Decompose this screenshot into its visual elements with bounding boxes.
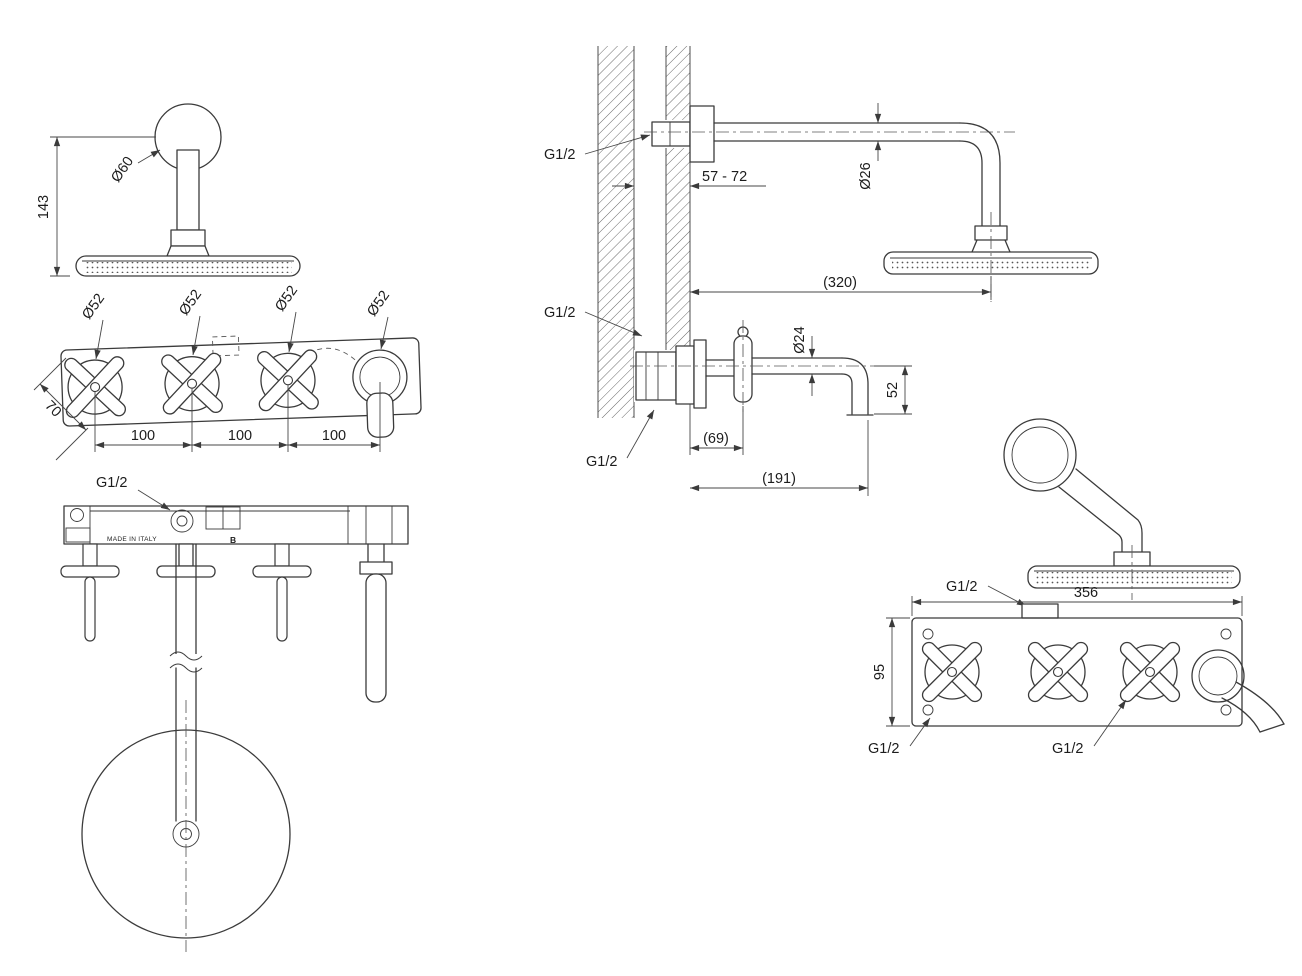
showerhead-plan-circle	[81, 729, 291, 939]
dim-plate-height: 95	[872, 617, 910, 727]
plan-handle-2	[252, 543, 312, 642]
g12-mid-label: G1/2	[544, 305, 575, 321]
screw-top-left	[922, 628, 934, 640]
set-trim-plate	[911, 603, 1285, 733]
dim-69-label: (69)	[703, 431, 729, 447]
view-installation-side: G1/2 57 - 72 Ø26 (320)	[544, 46, 1099, 496]
plan-handle-middle	[156, 543, 216, 578]
dim-191-label: (191)	[762, 471, 796, 487]
dim-wall-depth-range: 57 - 72	[612, 169, 766, 190]
plan-handle-1	[60, 543, 120, 642]
dia60-label: Ø60	[108, 154, 137, 186]
g12-set-right-label: G1/2	[1052, 741, 1083, 757]
screw-top-right	[1220, 628, 1232, 640]
dim-100-label-1: 100	[131, 428, 155, 444]
made-in-italy-text: MADE IN ITALY	[107, 536, 157, 543]
wall-section	[597, 46, 691, 418]
set-spout	[1191, 649, 1285, 733]
g12-set-top-label: G1/2	[946, 579, 977, 595]
callout-set-left-connection: G1/2	[868, 717, 931, 757]
set-handle-2	[1025, 639, 1091, 705]
dim-100-label-3: 100	[322, 428, 346, 444]
g12-top-label: G1/2	[544, 147, 575, 163]
dia52-label-3: Ø52	[272, 283, 301, 315]
g12-bottom-label: G1/2	[586, 454, 617, 470]
view-showerhead-front: 143 Ø60	[36, 103, 301, 277]
dim-5772-label: 57 - 72	[702, 169, 747, 185]
shower-arm-pipe	[176, 149, 200, 231]
view-trim-plan: MADE IN ITALY B G1/2	[60, 475, 409, 952]
dia52-label-2: Ø52	[176, 287, 205, 319]
side-shower-arm	[644, 105, 1099, 302]
callout-valve-connection: G1/2	[544, 305, 643, 337]
arm-connector-nut	[170, 229, 206, 247]
g12-plan-label: G1/2	[96, 475, 127, 491]
set-handle-1	[919, 639, 985, 705]
view-set-front: G1/2 356 95	[868, 418, 1285, 757]
dim-spout-diameter: Ø24	[792, 326, 816, 396]
dia52-label-1: Ø52	[79, 291, 108, 323]
side-valve-spout	[630, 320, 884, 416]
dim-handle-spacing: 100 100 100	[94, 382, 381, 452]
dia26-label: Ø26	[858, 162, 874, 189]
dia24-label: Ø24	[792, 326, 808, 353]
callout-arm-connection: G1/2	[544, 134, 651, 163]
dia52-label-4: Ø52	[364, 288, 393, 320]
g12-set-left-label: G1/2	[868, 741, 899, 757]
dim-handle-offset: (69)	[689, 404, 744, 455]
dim-143-label: 143	[36, 195, 52, 219]
spout-front	[352, 349, 408, 438]
phantom-valve-outline	[211, 335, 240, 357]
dim-320-label: (320)	[823, 275, 857, 291]
dim-spout-drop: 52	[874, 365, 912, 415]
plan-shower-arm	[81, 543, 291, 952]
body-marking: B	[230, 535, 236, 545]
dim-plate-width: 356	[911, 585, 1243, 616]
dim-arm-reach: (320)	[689, 275, 992, 300]
dim-spout-reach: (191)	[689, 420, 869, 496]
set-handle-3	[1117, 639, 1183, 705]
callout-plan-connection: G1/2	[96, 475, 171, 511]
spray-face-texture	[84, 262, 292, 273]
head-coupling	[166, 245, 210, 257]
set-shower-arm	[1003, 418, 1241, 600]
screw-bottom-right	[1220, 704, 1232, 716]
dim-52-label: 52	[885, 382, 901, 398]
top-inlet-block	[1021, 603, 1059, 619]
plan-spout	[359, 543, 393, 703]
dim-356-label: 356	[1074, 585, 1098, 601]
dim-arm-diameter: Ø26	[858, 103, 882, 190]
view-trim-front: Ø52 Ø52 Ø52 Ø52 70 100 100 100	[33, 283, 422, 461]
dim-95-label: 95	[872, 664, 888, 680]
screw-bottom-left	[922, 704, 934, 716]
dim-head-diameter: Ø60	[108, 149, 161, 186]
callout-set-right-connection: G1/2	[1052, 699, 1127, 757]
dim-100-label-2: 100	[228, 428, 252, 444]
valve-body-plan: MADE IN ITALY B	[63, 505, 409, 545]
dim-70-label: 70	[41, 398, 64, 421]
callout-lower-connection: G1/2	[586, 409, 655, 470]
phantom-sweep-line	[300, 347, 358, 363]
dim-drop-height: 143	[36, 136, 156, 277]
